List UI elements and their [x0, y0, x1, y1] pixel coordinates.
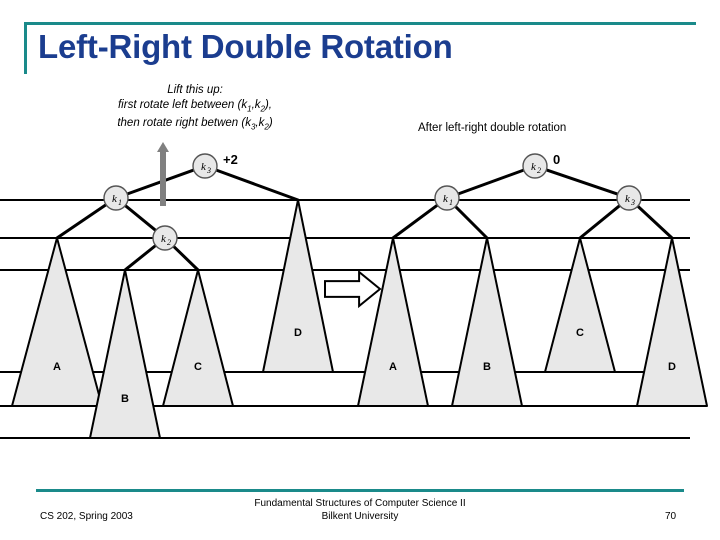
- subtree-label-b: B: [483, 361, 491, 373]
- tree-edge: [453, 204, 489, 240]
- tree-edge: [55, 202, 109, 240]
- tree-node-subscript-k3: 3: [630, 198, 635, 207]
- caption-left-line1: Lift this up:: [167, 84, 223, 96]
- subtree-label-b: B: [121, 393, 129, 405]
- subtree-triangle-a: [11, 237, 103, 407]
- tree-edge: [213, 168, 300, 202]
- tree-node-label-k2: k: [531, 161, 537, 173]
- lift-arrow-head: [157, 142, 169, 152]
- tree-edge: [123, 243, 158, 272]
- caption-left-line3-sub1: 3: [250, 122, 256, 132]
- balance-label-left-root: +2: [223, 152, 238, 167]
- footer-institution: Fundamental Structures of Computer Scien…: [180, 497, 540, 523]
- tree-node-label-k1: k: [443, 193, 449, 205]
- footer-rule: [36, 489, 684, 492]
- caption-left-line2-sub2: 2: [260, 104, 265, 114]
- tree-edge: [123, 203, 158, 233]
- subtree-label-d: D: [668, 361, 676, 373]
- tree-node-subscript-k2: 2: [167, 238, 171, 247]
- caption-left-line2: first rotate left between (k1,k2),: [60, 98, 330, 116]
- subtree-triangle-a: [357, 237, 429, 407]
- tree-node-k3: [192, 153, 218, 179]
- footer-institution-line2: Bilkent University: [321, 511, 399, 522]
- caption-left: Lift this up: first rotate left between …: [60, 83, 330, 135]
- title-left-rule: [24, 22, 27, 74]
- tree-edge: [171, 244, 200, 272]
- tree-node-subscript-k1: 1: [118, 198, 122, 207]
- caption-left-line2-mid: ,k: [251, 99, 261, 111]
- subtree-label-a: A: [53, 361, 61, 373]
- caption-left-line2-post: ),: [264, 99, 272, 111]
- tree-node-k2: [522, 153, 548, 179]
- tree-edge: [543, 168, 621, 196]
- subtree-label-d: D: [294, 327, 302, 339]
- page-title: Left-Right Double Rotation: [38, 28, 453, 65]
- caption-left-line2-sub1: 1: [247, 104, 252, 114]
- tree-node-k2: [152, 225, 178, 251]
- caption-left-line3-mid: ,k: [255, 117, 265, 130]
- subtree-label-a: A: [389, 361, 397, 373]
- tree-node-subscript-k2: 2: [537, 166, 541, 175]
- caption-right: After left-right double rotation: [418, 122, 567, 134]
- subtree-triangles-group: A B C D A B C D: [11, 199, 708, 439]
- caption-left-line3-pre: then rotate right betwen (k: [117, 117, 251, 130]
- subtree-triangle-b: [451, 237, 523, 407]
- caption-left-line3-sub2: 2: [264, 122, 269, 132]
- arrows-group: [157, 142, 382, 309]
- tree-node-k1: [103, 185, 129, 211]
- caption-left-line3: then rotate right betwen (k3,k2): [60, 116, 330, 134]
- caption-left-line3-post: ): [268, 117, 273, 130]
- subtree-label-c: C: [576, 327, 584, 339]
- subtree-triangle-d: [636, 237, 708, 407]
- subtree-triangle-d: [262, 199, 334, 373]
- footer-course: CS 202, Spring 2003: [40, 511, 133, 522]
- footer-page-number: 70: [665, 511, 677, 522]
- title-top-rule: [24, 22, 696, 25]
- tree-node-k1: [434, 185, 460, 211]
- subtree-triangle-c: [162, 269, 234, 407]
- subtree-triangle-b: [89, 269, 161, 439]
- tree-node-k3: [616, 185, 642, 211]
- tree-node-subscript-k1: 1: [449, 198, 453, 207]
- tree-edge: [578, 203, 622, 240]
- caption-left-line2-pre: first rotate left between (k: [117, 99, 248, 111]
- tree-node-subscript-k3: 3: [206, 166, 211, 175]
- tree-node-label-k3: k: [201, 161, 207, 173]
- tree-edge: [391, 203, 440, 240]
- tree-edge: [455, 168, 527, 196]
- footer-institution-line1: Fundamental Structures of Computer Scien…: [254, 498, 466, 509]
- tree-node-label-k1: k: [112, 193, 118, 205]
- tree-node-label-k2: k: [161, 233, 167, 245]
- balance-label-right-root: 0: [553, 152, 561, 167]
- subtree-label-c: C: [194, 361, 202, 373]
- subtree-triangle-c: [544, 237, 616, 373]
- tree-node-label-k3: k: [625, 193, 631, 205]
- transition-arrow-icon: [324, 269, 382, 309]
- tree-edge: [635, 203, 674, 240]
